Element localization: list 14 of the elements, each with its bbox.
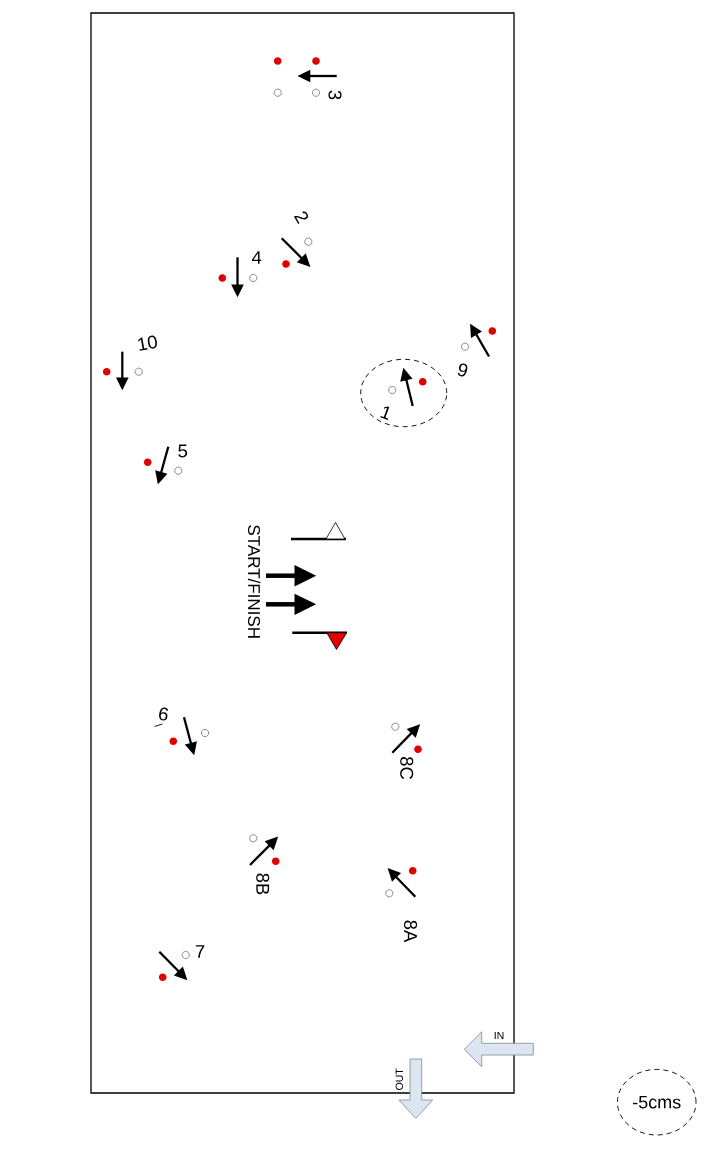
gate-number: 4 <box>252 251 262 264</box>
arrow-label: IN <box>494 1031 504 1040</box>
gate-number: 3 <box>328 90 342 100</box>
gate-number: 5 <box>178 444 188 458</box>
arrow-label: OUT <box>395 1068 404 1090</box>
gate-number: 7 <box>195 945 205 958</box>
gate-number: 8A <box>403 920 418 943</box>
gate-number: 2 <box>294 211 309 224</box>
gate-number: 10 <box>138 335 157 351</box>
gate-number: 6 <box>154 707 169 727</box>
gate-number: 8B <box>256 873 270 895</box>
vertical-label: START/FINISH <box>247 525 261 638</box>
gate-number: 8C <box>400 757 414 780</box>
gate-number: 1 <box>380 406 390 420</box>
